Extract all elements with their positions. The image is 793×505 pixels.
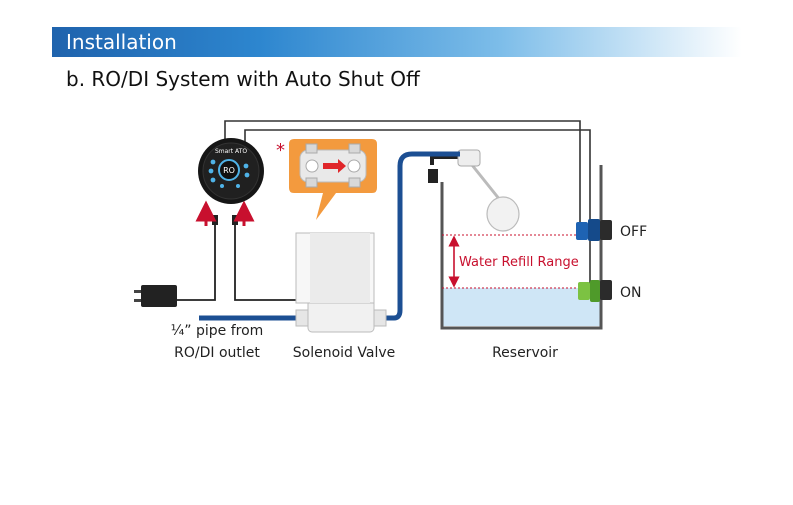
pipe-label-line2: RO/DI outlet <box>174 345 260 361</box>
float-valve-head <box>457 149 481 167</box>
float-valve-arm <box>430 155 460 165</box>
cable-plug <box>232 215 238 225</box>
power-cable <box>177 215 216 301</box>
valve-detail-nut <box>348 177 361 188</box>
off-sensor-cable <box>224 120 581 228</box>
outlet-pipe <box>386 151 460 321</box>
controller-brand-label: Smart ATO <box>215 148 247 155</box>
controller-center-label: RO <box>223 166 235 175</box>
smart-ato-controller <box>198 138 264 204</box>
cable-plug <box>212 215 218 225</box>
float-valve-ball <box>486 196 520 232</box>
power-adapter-prong <box>134 290 141 293</box>
valve-detail-port <box>347 159 361 173</box>
valve-detail-nut <box>305 177 318 188</box>
section-banner: Installation <box>52 27 742 57</box>
water-refill-range-label: Water Refill Range <box>459 255 579 270</box>
float-valve-rod <box>466 159 502 201</box>
section-title: Installation <box>66 30 177 54</box>
reservoir-water <box>442 288 600 326</box>
valve-detail-nut <box>348 143 361 154</box>
solenoid-valve-label: Solenoid Valve <box>293 345 395 361</box>
valve-detail-nut <box>305 143 318 154</box>
solenoid-valve <box>295 232 387 333</box>
solenoid-cable <box>234 215 300 301</box>
off-sensor-label: OFF <box>620 224 647 240</box>
power-adapter-prong <box>134 299 141 302</box>
on-sensor-cable <box>244 129 591 288</box>
float-valve-bracket <box>428 169 438 183</box>
on-level-sensor <box>578 280 612 302</box>
reservoir-tank <box>440 165 603 330</box>
power-adapter <box>141 285 177 307</box>
note-asterisk: * <box>276 140 285 161</box>
valve-detail-port <box>305 159 319 173</box>
off-level-sensor <box>576 219 612 241</box>
reservoir-label: Reservoir <box>492 345 558 361</box>
diagram-subtitle: b. RO/DI System with Auto Shut Off <box>66 67 420 91</box>
flow-direction-arrow <box>323 159 346 173</box>
pipe-label-line1: ¼” pipe from <box>171 323 264 339</box>
on-sensor-label: ON <box>620 285 642 301</box>
